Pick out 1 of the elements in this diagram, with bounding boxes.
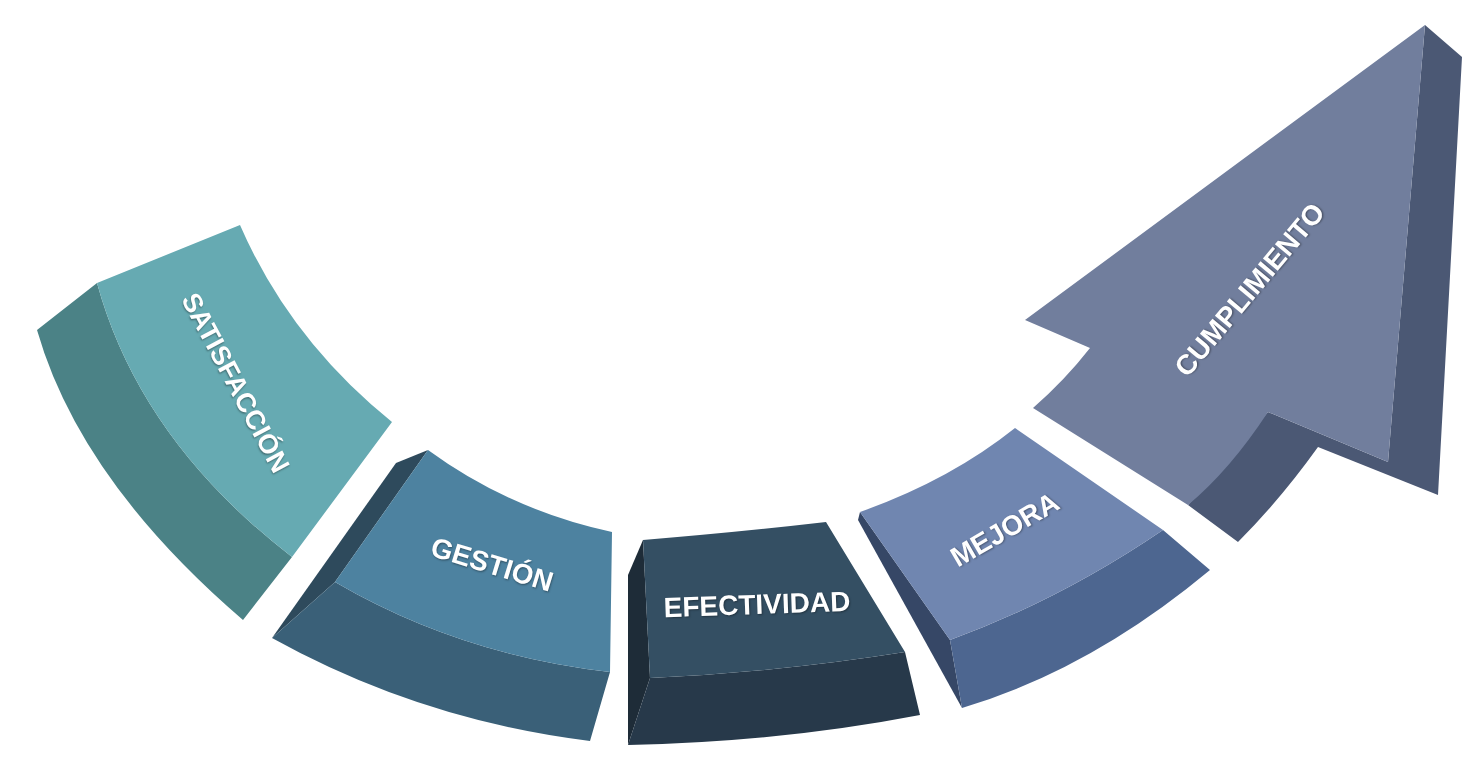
segment-label: EFECTIVIDAD	[663, 585, 851, 625]
